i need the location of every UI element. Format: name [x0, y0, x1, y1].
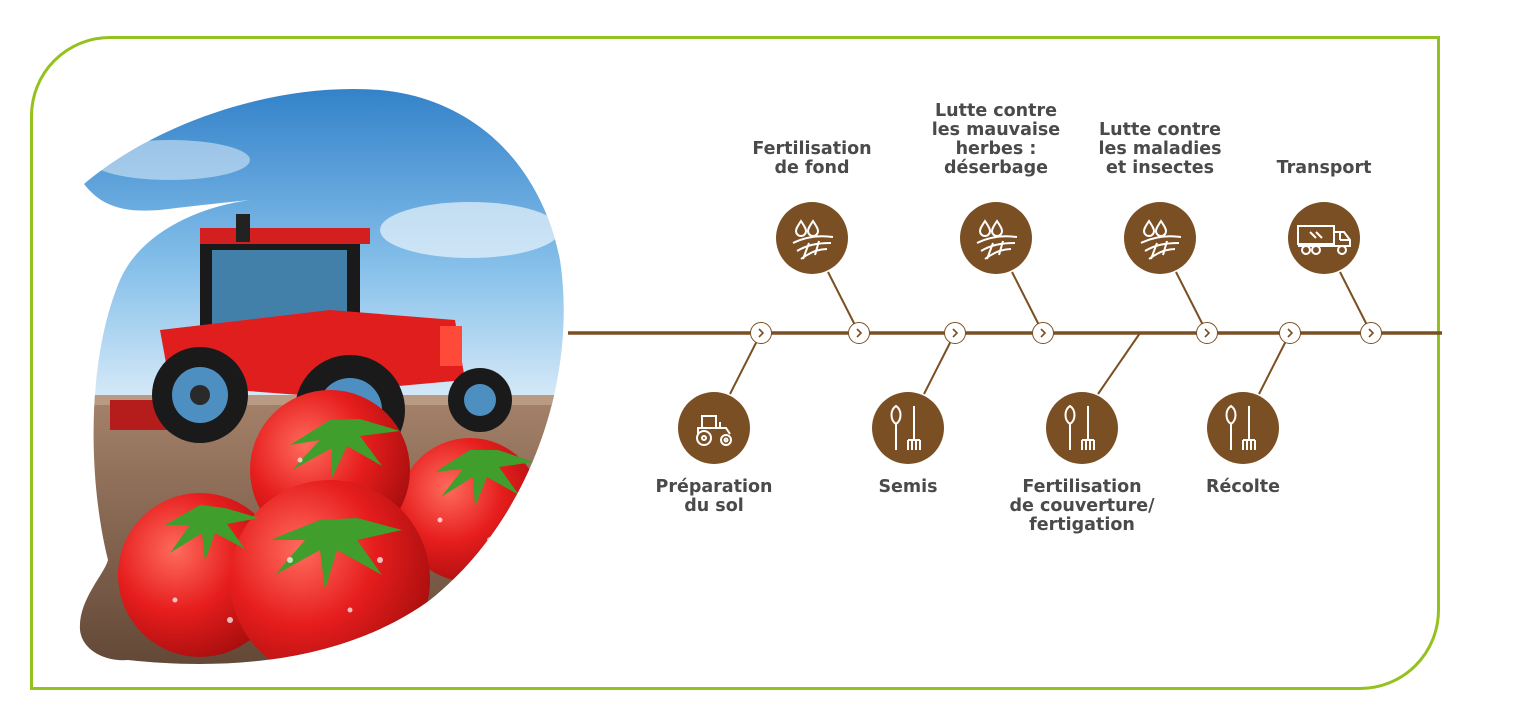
step-label: Semis — [878, 477, 938, 497]
timeline-node[interactable] — [1032, 322, 1054, 344]
chevron-right-icon — [1287, 328, 1294, 338]
timeline-node[interactable] — [1196, 322, 1218, 344]
step-label: Fertilisation de couverture/ fertigation — [1009, 477, 1155, 535]
step-label: Transport — [1276, 158, 1372, 178]
chevron-right-icon — [1040, 328, 1047, 338]
timeline-node[interactable] — [1360, 322, 1382, 344]
step-label: Récolte — [1206, 477, 1280, 497]
chevron-right-icon — [758, 328, 765, 338]
step-label: Fertilisation de fond — [752, 139, 872, 178]
timeline-node[interactable] — [848, 322, 870, 344]
chevron-right-icon — [952, 328, 959, 338]
timeline-node[interactable] — [944, 322, 966, 344]
drops-field-icon — [960, 202, 1032, 274]
step-label: Lutte contre les mauvaise herbes : déser… — [931, 101, 1061, 178]
step-label: Préparation du sol — [655, 477, 773, 516]
timeline-node[interactable] — [750, 322, 772, 344]
tractor-tomato-illustration — [79, 88, 564, 664]
drops-field-icon — [776, 202, 848, 274]
truck-icon — [1288, 202, 1360, 274]
timeline-node[interactable] — [1279, 322, 1301, 344]
shovel-rake-icon — [1207, 392, 1279, 464]
chevron-right-icon — [1368, 328, 1375, 338]
green-frame — [30, 36, 1440, 690]
step-label: Lutte contre les maladies et insectes — [1098, 120, 1222, 178]
shovel-rake-icon — [872, 392, 944, 464]
chevron-right-icon — [856, 328, 863, 338]
tractor-icon — [678, 392, 750, 464]
chevron-right-icon — [1204, 328, 1211, 338]
connector-line — [1097, 332, 1141, 395]
shovel-rake-icon — [1046, 392, 1118, 464]
drops-field-icon — [1124, 202, 1196, 274]
